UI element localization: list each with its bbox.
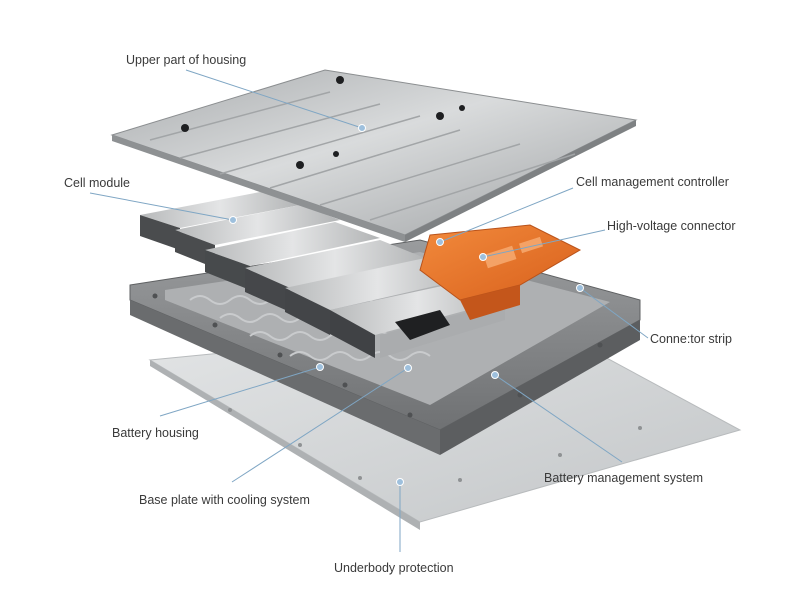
label-base-plate: Base plate with cooling system [139, 493, 310, 507]
label-cell-management-controller: Cell management controller [576, 175, 729, 189]
leader-connector-strip [579, 287, 649, 339]
leader-cell-module [89, 192, 234, 221]
label-battery-management-system: Battery management system [544, 471, 704, 485]
leader-upper-housing [185, 69, 363, 129]
leader-base-plate [231, 367, 409, 483]
leader-bms [494, 374, 623, 463]
label-battery-housing: Battery housing [112, 426, 199, 440]
leader-lines [89, 69, 649, 552]
leader-cell-mgmt-controller [439, 187, 574, 243]
label-connector-strip: Conne:tor strip [650, 332, 732, 346]
label-underbody-protection: Underbody protection [334, 561, 454, 575]
high-voltage-electronics [395, 224, 582, 340]
leader-hv-connector [482, 229, 606, 258]
label-cell-module: Cell module [64, 176, 131, 190]
upper-housing-cover [110, 69, 638, 242]
leader-dots [229, 124, 584, 486]
leader-battery-housing [159, 366, 321, 417]
label-high-voltage-connector: High-voltage connector [607, 219, 736, 233]
label-upper-housing: Upper part of housing [126, 53, 247, 67]
